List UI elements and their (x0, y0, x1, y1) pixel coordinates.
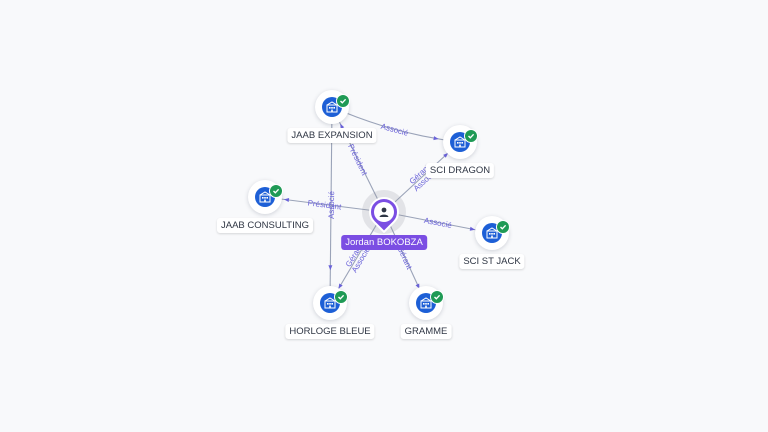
verified-check-icon (430, 290, 444, 304)
verified-check-icon (334, 290, 348, 304)
relation-label: Président (307, 198, 342, 211)
relation-label: Associé (423, 216, 453, 230)
company-label: JAAB CONSULTING (217, 218, 313, 233)
relation-arrow-icon (469, 226, 476, 231)
relation-arrow-icon (283, 198, 290, 202)
relation-arrow-icon (338, 283, 343, 289)
relation-label: Président (346, 143, 369, 178)
person-icon (374, 202, 394, 222)
relation-label: Associé (380, 122, 410, 138)
person-label: Jordan BOKOBZA (341, 235, 427, 250)
relation-arrow-icon (340, 123, 345, 130)
relation-arrow-icon (433, 136, 439, 141)
verified-check-icon (269, 184, 283, 198)
company-label: GRAMME (400, 324, 452, 339)
verified-check-icon (496, 220, 510, 234)
company-label: SCI DRAGON (425, 163, 495, 178)
company-label: HORLOGE BLEUE (285, 324, 375, 339)
company-label: SCI ST JACK (459, 254, 525, 269)
company-label: JAAB EXPANSION (287, 128, 377, 143)
relation-arrow-icon (443, 152, 449, 158)
relation-label: Associé (327, 190, 336, 219)
verified-check-icon (336, 94, 350, 108)
verified-check-icon (464, 129, 478, 143)
relation-arrow-icon (328, 265, 333, 271)
